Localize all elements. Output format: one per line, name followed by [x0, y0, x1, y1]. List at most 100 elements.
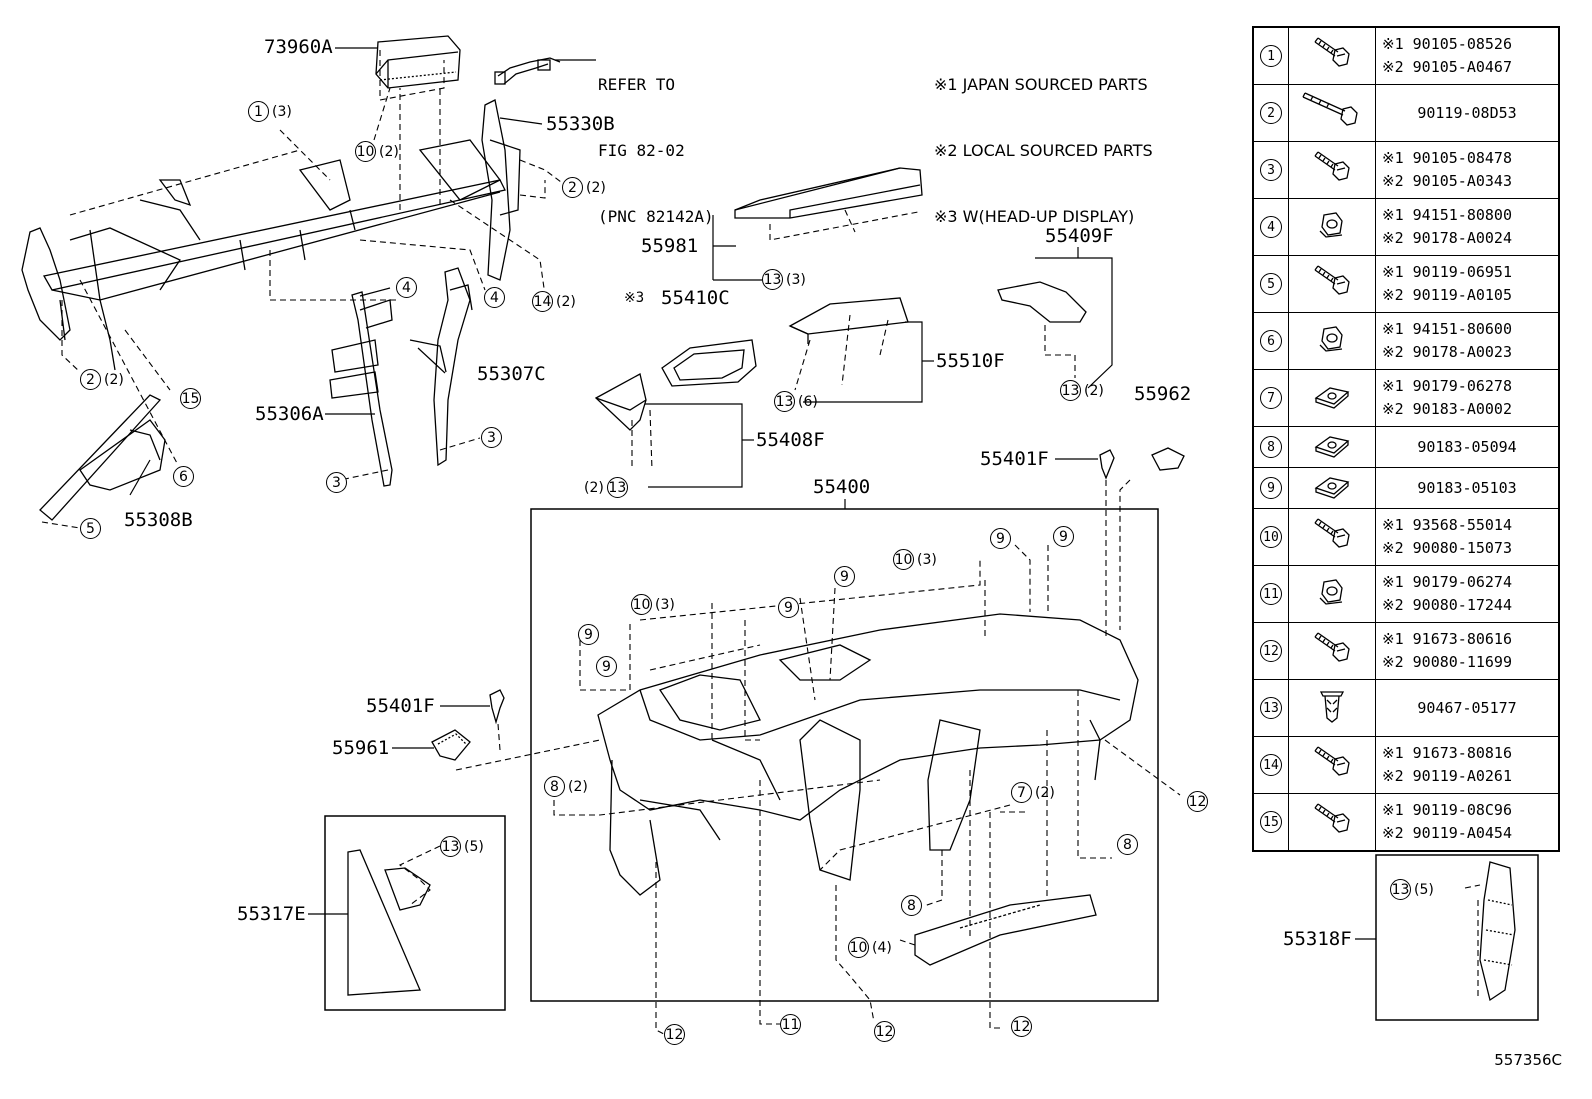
legend-part-numbers: ※1 90179-06274※2 90080-17244 — [1375, 565, 1560, 623]
legend-icon-cell — [1288, 369, 1376, 427]
legend-number-cell: 9 — [1252, 467, 1289, 509]
callout-number: 9 — [778, 597, 799, 618]
legend-part-numbers: ※1 91673-80816※2 90119-A0261 — [1375, 736, 1560, 794]
legend-part-number: ※1 90179-06274 — [1382, 573, 1512, 591]
legend-icon-cell — [1288, 312, 1376, 370]
legend-number-cell: 3 — [1252, 141, 1289, 199]
side-cover-55317E — [347, 849, 431, 996]
callout-13: 13(3) — [762, 269, 806, 290]
part-label-55408F: 55408F — [756, 429, 825, 451]
legend-number: 8 — [1260, 436, 1282, 459]
callout-number: 9 — [1053, 526, 1074, 547]
callout-quantity: (2) — [1035, 784, 1055, 801]
callout-9: 9 — [834, 566, 855, 587]
callout-9: 9 — [1053, 526, 1074, 547]
callout-13: 13(6) — [774, 391, 818, 412]
callout-quantity: (3) — [272, 103, 292, 120]
part-label-55308B: 55308B — [124, 509, 193, 531]
legend-part-numbers: ※1 90119-08C96※2 90119-A0454 — [1375, 793, 1560, 852]
box-55318F — [1375, 854, 1539, 1021]
callout-12: 12 — [1011, 1016, 1032, 1037]
callout-3: 3 — [326, 472, 347, 493]
flange-bolt-icon — [1309, 37, 1355, 78]
clip-icon — [1315, 691, 1349, 730]
legend-number: 11 — [1260, 583, 1282, 606]
callout-9: 9 — [778, 597, 799, 618]
legend-icon-cell — [1288, 736, 1376, 794]
legend-part-number: ※1 90119-06951 — [1382, 263, 1512, 281]
callout-number: 9 — [990, 528, 1011, 549]
legend-icon-cell — [1288, 793, 1376, 852]
legend-number-cell: 4 — [1252, 198, 1289, 256]
legend-number-cell: 11 — [1252, 565, 1289, 623]
part-label-55409F: 55409F — [1045, 225, 1114, 247]
legend-number: 3 — [1260, 159, 1282, 182]
legend-part-number: ※2 90080-15073 — [1382, 539, 1512, 557]
callout-number: 13 — [1060, 380, 1081, 401]
legend-number: 14 — [1260, 754, 1282, 777]
legend-part-number: ※1 90105-08478 — [1382, 149, 1512, 167]
legend-icon-cell — [1288, 84, 1376, 142]
legend-icon-cell — [1288, 255, 1376, 313]
callout-quantity: (2) — [104, 371, 124, 388]
callout-13: 13(2) — [1060, 380, 1104, 401]
callout-number: 6 — [173, 466, 194, 487]
legend-row: 14 ※1 91673-80816※2 90119-A0261 — [1252, 736, 1560, 794]
callout-number: 2 — [80, 369, 101, 390]
hud-mark: ※3 — [624, 290, 645, 306]
flange-bolt-icon — [1309, 746, 1355, 787]
speed-nut-icon — [1310, 477, 1354, 508]
callout-quantity: (2) — [586, 179, 606, 196]
callout-13: 13(5) — [440, 836, 484, 857]
callout-8: 8 — [901, 895, 922, 916]
legend-part-numbers: 90119-08D53 — [1375, 84, 1560, 142]
refer-line-3: (PNC 82142A) — [598, 207, 714, 226]
legend-part-number: ※2 90183-A0002 — [1382, 400, 1512, 418]
callout-number: 5 — [80, 518, 101, 539]
legend-number: 10 — [1260, 526, 1282, 549]
legend-number-cell: 14 — [1252, 736, 1289, 794]
part-label-55306A: 55306A — [255, 403, 324, 425]
callout-11: 11 — [780, 1014, 801, 1035]
cluster-finish-55510F — [788, 297, 909, 344]
legend-part-numbers: ※1 90105-08526※2 90105-A0467 — [1375, 26, 1560, 85]
legend-number: 6 — [1260, 330, 1282, 353]
legend-part-number: ※1 91673-80816 — [1382, 744, 1512, 762]
legend-number: 9 — [1260, 477, 1282, 500]
legend-number-cell: 13 — [1252, 679, 1289, 737]
callout-9: 9 — [990, 528, 1011, 549]
callout-13: 13(5) — [1390, 879, 1434, 900]
legend-part-number: 90119-08D53 — [1417, 103, 1517, 122]
callout-8: 8 — [1117, 834, 1138, 855]
legend-row: 6※1 94151-80600※2 90178-A0023 — [1252, 312, 1560, 370]
brace-55308B — [39, 394, 166, 521]
callout-number: 10 — [631, 594, 652, 615]
flange-bolt-icon — [1309, 518, 1355, 559]
leader-lines — [129, 47, 1376, 940]
callout-number: 12 — [874, 1021, 895, 1042]
callout-number: 2 — [562, 177, 583, 198]
callout-number: 12 — [1187, 791, 1208, 812]
callout-quantity: (2) — [584, 479, 604, 496]
callout-number: 3 — [326, 472, 347, 493]
legend-row: 12※1 91673-80616※2 90080-11699 — [1252, 622, 1560, 680]
callout-7: 7(2) — [1011, 782, 1055, 803]
legend-number: 15 — [1260, 811, 1282, 834]
callout-6: 6 — [173, 466, 194, 487]
legend-number-cell: 15 — [1252, 793, 1289, 852]
callout-1: 1(3) — [248, 101, 292, 122]
legend-part-number: ※2 90080-11699 — [1382, 653, 1512, 671]
callout-number: 9 — [578, 624, 599, 645]
legend-part-number: ※1 90179-06278 — [1382, 377, 1512, 395]
callout-number: 8 — [901, 895, 922, 916]
callout-10: 10(3) — [893, 549, 937, 570]
callout-quantity: (3) — [655, 596, 675, 613]
callout-12: 12 — [1187, 791, 1208, 812]
refer-line-1: REFER TO — [598, 75, 676, 94]
callout-number: 7 — [1011, 782, 1032, 803]
vent-55961 — [431, 729, 471, 761]
callout-9: 9 — [596, 656, 617, 677]
callout-2: 2(2) — [80, 369, 124, 390]
